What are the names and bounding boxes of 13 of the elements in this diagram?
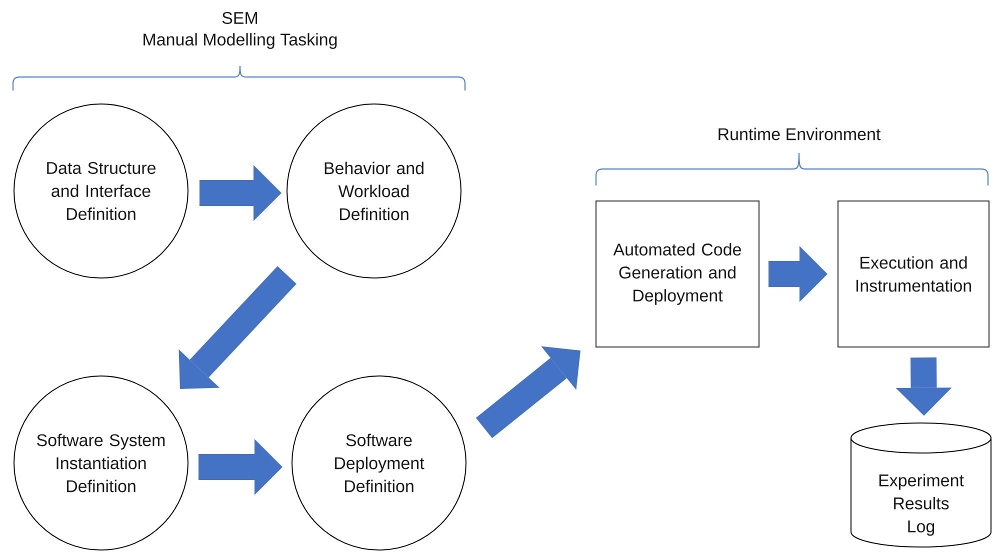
node-label: Experiment Results Log [879, 474, 964, 536]
block-arrow [198, 439, 282, 495]
block-arrow [768, 246, 828, 302]
block-arrow [200, 165, 282, 221]
block-arrow [476, 346, 580, 438]
block-arrow [178, 266, 296, 389]
group-label: SEM [222, 12, 258, 24]
process-box: Automated Code Generation and Deployment [596, 200, 760, 348]
database-cylinder: Experiment Results Log [850, 422, 992, 548]
block-arrow [896, 357, 952, 416]
group-label: Manual Modelling Tasking [144, 33, 337, 49]
process-box: Execution and Instrumentation [838, 200, 990, 348]
group-label: Runtime Environment [718, 128, 881, 140]
